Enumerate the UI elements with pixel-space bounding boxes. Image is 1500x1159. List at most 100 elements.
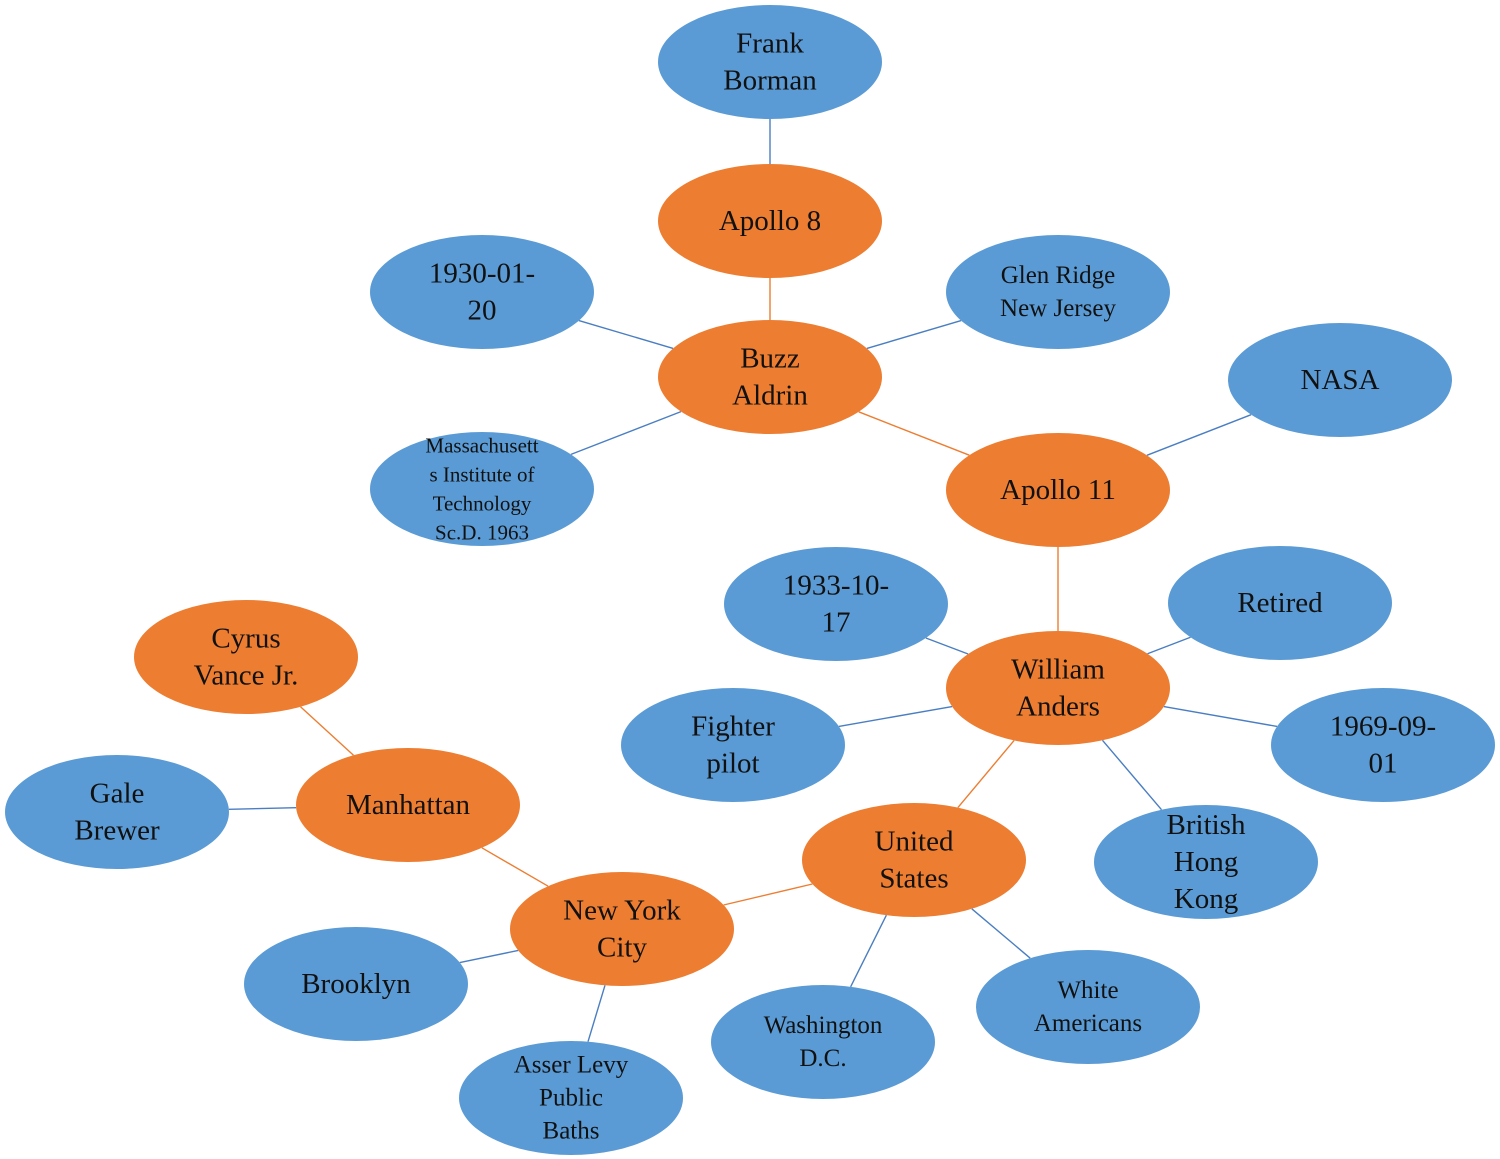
node-label-apollo-11-line-1: Apollo 11 (1000, 474, 1116, 506)
node-label-retired-line-1: Retired (1237, 587, 1323, 619)
node-anders-date: 1969-09- 01 (1271, 688, 1495, 802)
node-label-white-americans-line-1: White (1057, 977, 1118, 1004)
node-label-hong-kong-line-1: British (1167, 809, 1246, 841)
node-label-glen-ridge-line-1: Glen Ridge (1001, 262, 1116, 289)
attribute-ellipse-brooklyn (244, 927, 468, 1041)
node-label-asser-levy-line-3: Baths (543, 1118, 600, 1145)
node-label-apollo-8-line-1: Apollo 8 (719, 205, 821, 237)
node-label-frank-borman-line-2: Borman (723, 65, 817, 97)
entity-ellipse-manhattan (296, 748, 520, 862)
attribute-ellipse-mit (370, 432, 594, 546)
edge-cyrus-vance-to-manhattan (300, 706, 354, 756)
node-label-anders-birth-line-2: 17 (822, 607, 851, 639)
edge-buzz-aldrin-to-apollo-11 (858, 411, 970, 456)
edge-william-anders-to-united-states (957, 739, 1015, 809)
node-label-mit-line-2: s Institute of (430, 463, 535, 487)
edge-united-states-to-new-york-city (723, 883, 813, 906)
edges-layer (228, 119, 1278, 1042)
attribute-ellipse-fighter-pilot (621, 688, 845, 802)
entity-ellipse-apollo-11 (946, 433, 1170, 547)
attribute-ellipse-buzz-birth (370, 235, 594, 349)
node-label-mit-line-3: Technology (433, 492, 532, 516)
edge-washington-dc-to-united-states (849, 914, 888, 988)
node-label-washington-dc-line-2: D.C. (799, 1045, 846, 1072)
edge-anders-birth-to-william-anders (925, 637, 969, 655)
edge-nasa-to-apollo-11 (1146, 414, 1252, 456)
edge-fighter-pilot-to-william-anders (838, 705, 953, 728)
node-label-frank-borman-line-1: Frank (736, 28, 804, 60)
edge-hong-kong-to-william-anders (1101, 739, 1163, 811)
node-label-new-york-city-line-2: City (597, 932, 647, 964)
edge-buzz-birth-to-buzz-aldrin (578, 319, 674, 350)
entity-ellipse-william-anders (946, 631, 1170, 745)
node-label-buzz-aldrin-line-2: Aldrin (732, 380, 808, 412)
node-label-washington-dc-line-1: Washington (764, 1012, 883, 1039)
node-label-cyrus-vance-line-1: Cyrus (211, 623, 280, 655)
node-label-united-states-line-2: States (879, 863, 948, 895)
entity-ellipse-cyrus-vance (134, 600, 358, 714)
edge-mit-to-buzz-aldrin (570, 410, 682, 456)
node-label-buzz-birth-line-2: 20 (468, 295, 497, 327)
attribute-ellipse-frank-borman (658, 5, 882, 119)
edge-anders-date-to-william-anders (1163, 705, 1278, 728)
entity-ellipse-apollo-8 (658, 164, 882, 278)
node-label-william-anders-line-2: Anders (1016, 691, 1100, 723)
node-label-anders-birth-line-1: 1933-10- (783, 570, 889, 602)
node-label-white-americans-line-2: Americans (1034, 1010, 1142, 1037)
node-label-hong-kong-line-3: Kong (1174, 883, 1238, 915)
edge-manhattan-to-new-york-city (481, 847, 549, 887)
node-manhattan: Manhattan (296, 748, 520, 862)
node-label-anders-date-line-2: 01 (1369, 748, 1398, 780)
edge-white-americans-to-united-states (971, 908, 1031, 959)
node-apollo-8: Apollo 8 (658, 164, 882, 278)
node-label-fighter-pilot-line-1: Fighter (691, 711, 775, 743)
node-label-cyrus-vance-line-2: Vance Jr. (194, 660, 299, 692)
edge-gale-brewer-to-manhattan (228, 806, 297, 811)
attribute-ellipse-glen-ridge (946, 235, 1170, 349)
edge-brooklyn-to-new-york-city (459, 949, 519, 964)
node-label-gale-brewer-line-2: Brewer (74, 815, 160, 847)
node-label-new-york-city-line-1: New York (563, 895, 681, 927)
node-label-buzz-aldrin-line-1: Buzz (740, 343, 800, 375)
node-label-manhattan-line-1: Manhattan (346, 789, 471, 821)
node-anders-birth: 1933-10- 17 (724, 547, 948, 661)
node-label-asser-levy-line-2: Public (539, 1085, 603, 1112)
node-apollo-11: Apollo 11 (946, 433, 1170, 547)
node-label-mit-line-4: Sc.D. 1963 (435, 521, 529, 545)
attribute-ellipse-white-americans (976, 950, 1200, 1064)
attribute-ellipse-anders-birth (724, 547, 948, 661)
node-label-anders-date-line-1: 1969-09- (1330, 711, 1436, 743)
attribute-ellipse-anders-date (1271, 688, 1495, 802)
node-nasa: NASA (1228, 323, 1452, 437)
node-label-gale-brewer-line-1: Gale (90, 778, 145, 810)
node-label-brooklyn-line-1: Brooklyn (301, 968, 411, 1000)
node-label-united-states-line-1: United (875, 826, 954, 858)
node-label-nasa-line-1: NASA (1301, 364, 1380, 396)
edge-asser-levy-to-new-york-city (587, 985, 606, 1042)
attribute-ellipse-retired (1168, 546, 1392, 660)
node-label-william-anders-line-1: William (1011, 654, 1105, 686)
node-retired: Retired (1168, 546, 1392, 660)
node-label-glen-ridge-line-2: New Jersey (1000, 295, 1116, 322)
node-label-buzz-birth-line-1: 1930-01- (429, 258, 535, 290)
attribute-ellipse-gale-brewer (5, 755, 229, 869)
edge-glen-ridge-to-buzz-aldrin (866, 319, 962, 350)
attribute-ellipse-washington-dc (711, 985, 935, 1099)
node-buzz-birth: 1930-01- 20 (370, 235, 594, 349)
attribute-ellipse-hong-kong (1094, 805, 1318, 919)
